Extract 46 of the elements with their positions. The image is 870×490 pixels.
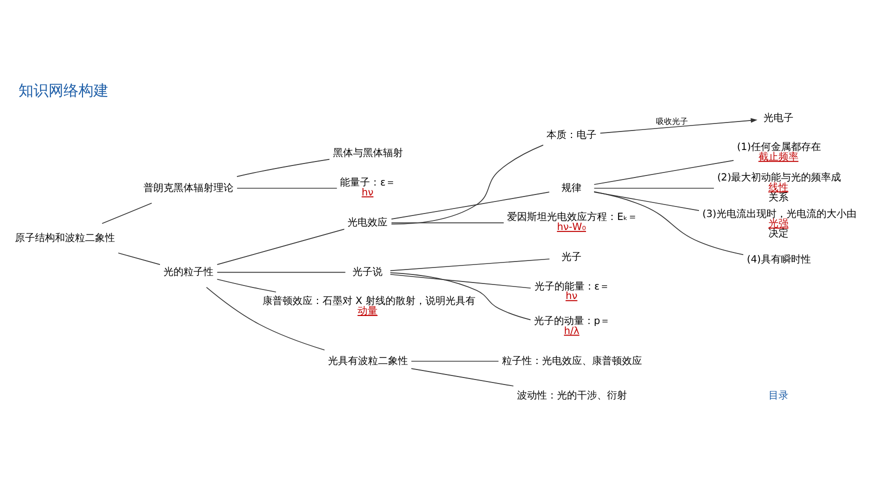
- node-text: 光子: [561, 252, 582, 262]
- connector: [118, 252, 160, 264]
- node-text: 光的粒子性: [164, 266, 214, 278]
- node-text: 规律: [561, 182, 582, 194]
- connector: [236, 158, 330, 176]
- connector: [216, 278, 276, 292]
- node-text: 光电效应: [348, 216, 388, 228]
- connector: [410, 368, 514, 386]
- node-text: 原子结构和波粒二象性: [15, 232, 116, 244]
- connector: [594, 190, 744, 255]
- arrow: [600, 118, 758, 134]
- connector: [391, 144, 544, 224]
- node-text: 光子的能量：ε＝ hν: [534, 280, 610, 302]
- connector: [391, 222, 504, 223]
- node-text: 本质：电子: [546, 130, 597, 141]
- connector: [594, 187, 714, 188]
- node-text: (2)最大初动能与光的频率成 线性 关系: [717, 172, 842, 203]
- connector: [236, 187, 338, 188]
- connector: [216, 271, 346, 272]
- node-text: 光子说: [352, 266, 383, 278]
- diagram-title: 知识网络构建: [18, 82, 108, 99]
- node-text: 康普顿效应：石墨对 X 射线的散射，说明光具有 动量: [262, 296, 476, 316]
- node-text: 光子的动量：p＝ h/λ: [534, 315, 610, 336]
- node-text: 光具有波粒二象性: [328, 355, 408, 366]
- node-text: 爱因斯坦光电效应方程：Eₖ＝ hν-W₀: [507, 212, 638, 232]
- node-text: 普朗克黑体辐射理论: [144, 182, 234, 194]
- connector: [410, 360, 499, 362]
- connector: [390, 273, 532, 288]
- connector: [390, 272, 531, 320]
- connector: [102, 202, 152, 224]
- node-text: 波动性：光的干涉、衍射: [516, 390, 627, 401]
- edge-label: 吸收光子: [656, 115, 688, 126]
- label: 目录: [768, 390, 789, 401]
- node-text: (3)光电流出现时，光电流的大小由 光强 决定: [702, 208, 856, 240]
- node-text: (1)任何金属都存在 截止频率: [736, 142, 821, 162]
- connector: [594, 191, 700, 210]
- node-text: 光电子: [763, 112, 794, 124]
- connector: [216, 228, 345, 264]
- connector: [206, 286, 325, 350]
- node-text: (4)具有瞬时性: [746, 254, 811, 265]
- connector: [390, 258, 550, 271]
- node-text: 粒子性：光电效应、康普顿效应: [502, 355, 642, 366]
- connector: [594, 160, 734, 184]
- node-text: 能量子：ε＝ hν: [340, 176, 396, 198]
- connector: [391, 191, 550, 219]
- node-text: 黑体与黑体辐射: [332, 148, 403, 159]
